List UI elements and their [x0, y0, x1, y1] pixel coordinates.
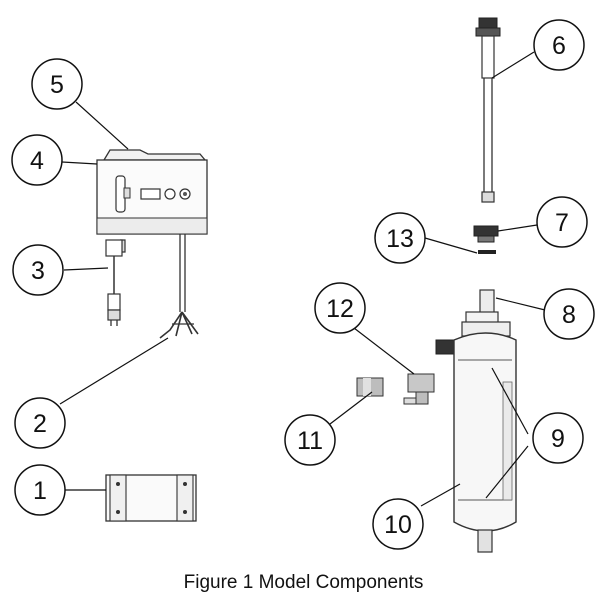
callout-10: 10: [372, 498, 424, 550]
mounting-bracket: [105, 474, 197, 522]
svg-text:1: 1: [33, 477, 47, 505]
callout-8: 8: [543, 288, 595, 340]
callout-6: 6: [533, 19, 585, 71]
svg-text:9: 9: [551, 425, 565, 453]
svg-text:7: 7: [555, 209, 569, 237]
callout-1: 1: [14, 464, 66, 516]
callout-4: 4: [11, 134, 63, 186]
callout-9: 9: [532, 412, 584, 464]
power-cord: [105, 239, 126, 326]
pipe-nipple: [356, 377, 384, 397]
svg-text:12: 12: [326, 295, 354, 323]
svg-text:6: 6: [552, 32, 566, 60]
tee-fitting: [403, 373, 435, 405]
lamp-nut: [473, 225, 499, 243]
svg-text:4: 4: [30, 147, 44, 175]
svg-text:13: 13: [386, 225, 414, 253]
callout-12: 12: [314, 282, 366, 334]
svg-text:10: 10: [384, 511, 412, 539]
o-ring: [478, 250, 496, 254]
leader-lines: [59, 51, 546, 507]
callout-11: 11: [284, 414, 336, 466]
controller-box: [96, 149, 208, 235]
svg-text:5: 5: [50, 71, 64, 99]
svg-text:11: 11: [297, 427, 323, 455]
svg-text:3: 3: [31, 257, 45, 285]
callout-3: 3: [12, 244, 64, 296]
reactor-chamber: [435, 289, 517, 553]
callout-13: 13: [374, 212, 426, 264]
figure-caption: Figure 1 Model Components: [183, 572, 424, 593]
callout-5: 5: [31, 58, 83, 110]
svg-text:2: 2: [33, 410, 47, 438]
lamp-connector-cable: [159, 234, 199, 339]
callout-2: 2: [14, 397, 66, 449]
callout-7: 7: [536, 196, 588, 248]
uv-lamp: [475, 17, 501, 203]
svg-text:8: 8: [562, 301, 576, 329]
